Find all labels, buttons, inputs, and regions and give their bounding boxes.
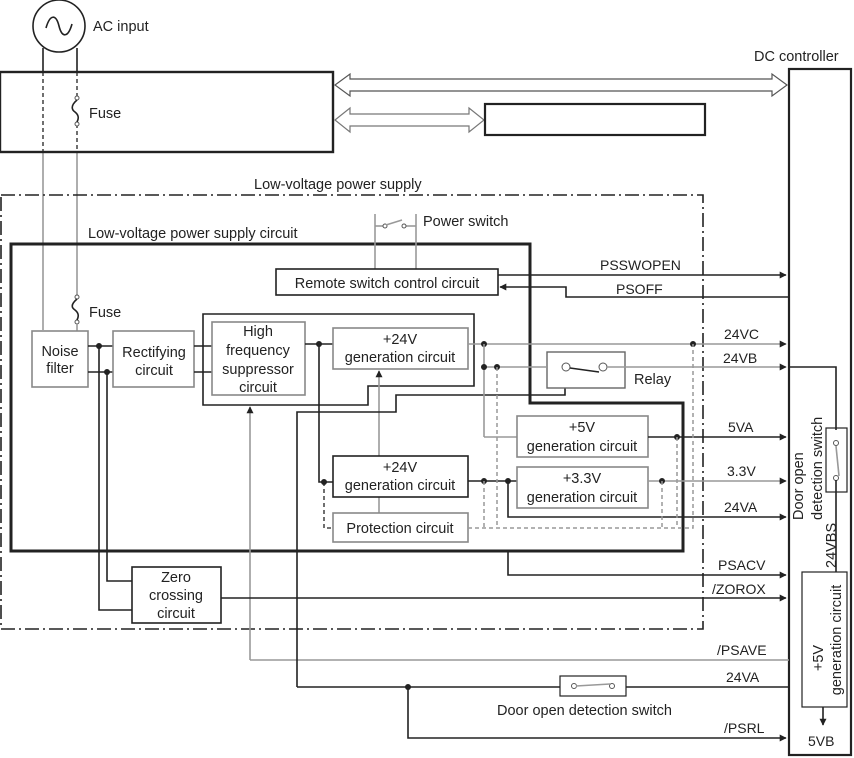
- protection-circuit-block: [332, 512, 469, 543]
- hf-suppressor-label: suppressor: [222, 362, 294, 378]
- door-open-switch-bottom: Door open detection switch: [497, 675, 672, 719]
- psave-label: /PSAVE: [717, 642, 767, 658]
- zero-crossing-block: [131, 566, 222, 624]
- hf-suppressor-label: High: [243, 324, 273, 340]
- rectifying-circuit-block: [112, 330, 195, 388]
- sine-wave-icon: [45, 16, 73, 36]
- door-switch-bottom-label: Door open detection switch: [497, 703, 672, 719]
- switch-icon: [385, 219, 403, 226]
- dc-controller-label: DC controller: [754, 49, 839, 65]
- lv-power-supply-label: Low-voltage power supply: [254, 177, 422, 193]
- fuse-top: Fuse: [71, 95, 121, 127]
- relay-label: Relay: [634, 372, 672, 388]
- ac-input-label: AC input: [93, 19, 149, 35]
- relay-contact-icon: [569, 367, 600, 373]
- gen-5v-label: generation circuit: [527, 439, 637, 455]
- hf-suppressor-block: [211, 321, 306, 396]
- gen-24v-top-label: generation circuit: [345, 350, 455, 366]
- door-switch-right-label-1: Door open: [791, 452, 807, 520]
- zero-crossing-label: crossing: [149, 588, 203, 604]
- fuse-inner: Fuse: [71, 294, 121, 332]
- noise-filter-label: filter: [46, 361, 74, 377]
- ac-input-source: AC input: [32, 0, 149, 53]
- switch-icon: [575, 683, 611, 687]
- protection-circuit-label: Protection circuit: [346, 521, 453, 537]
- gen-3v3-block: [516, 466, 649, 509]
- noise-filter-label: Noise: [41, 344, 78, 360]
- gen-5v-block: [516, 415, 649, 458]
- primary-circuit-group: [202, 313, 475, 406]
- hf-suppressor-label: frequency: [226, 343, 290, 359]
- 5vb-label: 5VB: [808, 733, 834, 749]
- psrl-label: /PSRL: [724, 720, 765, 736]
- dc-controller-box: [787, 67, 853, 757]
- fuse-icon: [71, 298, 80, 321]
- remote-switch-control-block: [275, 268, 499, 296]
- gen-24v-bottom-label: +24V: [383, 460, 418, 476]
- zero-crossing-label: circuit: [157, 606, 195, 622]
- upper-board-box: [0, 70, 335, 154]
- switch-icon: [835, 445, 840, 477]
- psacv-label: PSACV: [718, 557, 766, 573]
- fuse-top-label: Fuse: [89, 106, 121, 122]
- 5va-label: 5VA: [728, 419, 754, 435]
- zorox-label: /ZOROX: [712, 581, 766, 597]
- 24vb-label: 24VB: [723, 350, 757, 366]
- 24vc-label: 24VC: [724, 326, 759, 342]
- remote-switch-control-label: Remote switch control circuit: [295, 276, 480, 292]
- fuse-inner-label: Fuse: [89, 305, 121, 321]
- gen-24v-bottom-block: [332, 455, 469, 498]
- fuse-icon: [71, 99, 80, 123]
- gen-3v3-label: generation circuit: [527, 490, 637, 506]
- zero-crossing-label: Zero: [161, 570, 191, 586]
- rectifying-label: circuit: [135, 363, 173, 379]
- 24vbs-label: 24VBS: [824, 523, 840, 568]
- lv-circuit-boundary: [9, 242, 685, 553]
- 24va-label: 24VA: [724, 499, 758, 515]
- psoff-label: PSOFF: [616, 281, 663, 297]
- rectifying-label: Rectifying: [122, 345, 186, 361]
- dc-gen-5v-label: generation circuit: [829, 585, 845, 695]
- dc-gen-5v-block: [801, 571, 848, 708]
- hf-suppressor-label: circuit: [239, 380, 277, 396]
- power-switch: Power switch: [374, 214, 508, 270]
- gen-24v-bottom-label: generation circuit: [345, 478, 455, 494]
- gen-24v-top-block: [332, 327, 469, 370]
- power-switch-label: Power switch: [423, 214, 508, 230]
- gen-5v-label: +5V: [569, 420, 596, 436]
- door-switch-right-label-2: detection switch: [810, 417, 826, 520]
- bus-arrow-top: [333, 72, 789, 98]
- relay: Relay: [546, 351, 672, 389]
- 3v3-label: 3.3V: [727, 463, 756, 479]
- bus-arrow-mid: [334, 106, 485, 134]
- lv-circuit-label: Low-voltage power supply circuit: [88, 226, 298, 242]
- gen-24v-top-label: +24V: [383, 332, 418, 348]
- unlabeled-module-box: [483, 102, 707, 137]
- dc-gen-5v-label: +5V: [811, 645, 827, 672]
- lv-power-supply-boundary: [0, 194, 704, 630]
- noise-filter-block: [31, 330, 89, 388]
- gen-3v3-label: +3.3V: [563, 471, 602, 487]
- psswopen-label: PSSWOPEN: [600, 257, 681, 273]
- 24va-bottom-label: 24VA: [726, 669, 760, 685]
